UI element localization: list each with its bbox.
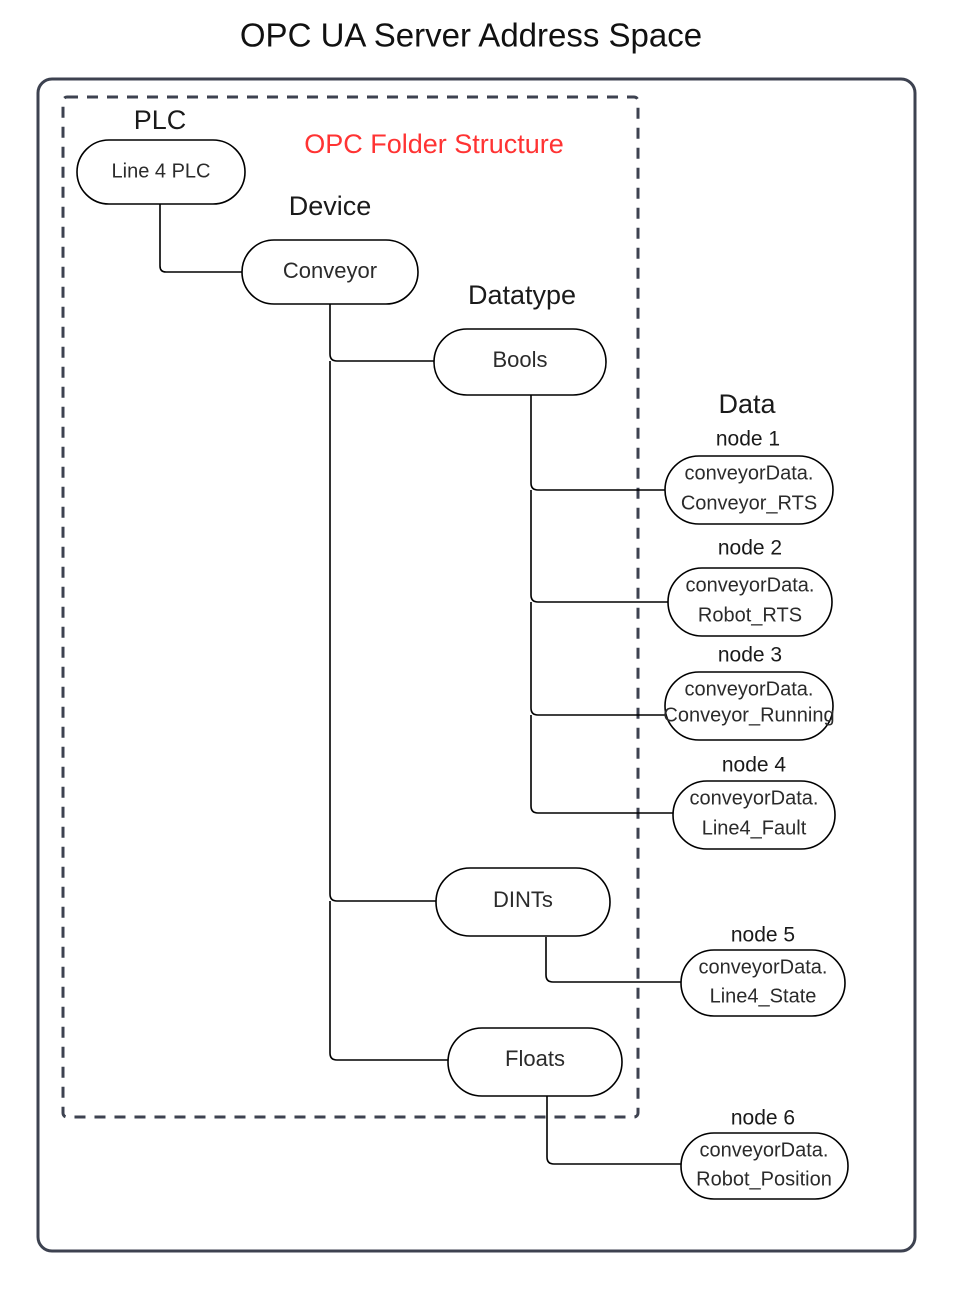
edge-conveyor-to-dints <box>329 361 436 902</box>
data-node-shape <box>664 455 834 525</box>
folder-node-label: Line 4 PLC <box>112 160 211 182</box>
folder-node-line-4-plc[interactable]: Line 4 PLC <box>76 139 246 205</box>
data-node-caption: node 6 <box>731 1107 795 1130</box>
data-node-6[interactable]: node 6 conveyorData. Robot_Position <box>680 1107 849 1200</box>
group-label-device: Device <box>289 191 372 221</box>
folder-node-shape <box>433 328 607 396</box>
data-node-line1: conveyorData. <box>699 956 828 978</box>
data-node-line1: conveyorData. <box>685 678 814 700</box>
data-node-line2: Conveyor_Running <box>663 704 834 726</box>
opc-folder-structure-label: OPC Folder Structure <box>304 129 564 159</box>
folder-node-shape <box>435 867 611 937</box>
edge-bools-to-node4 <box>530 715 673 814</box>
data-node-shape <box>680 1132 849 1200</box>
data-node-shape <box>667 567 833 637</box>
folder-node-label: Floats <box>505 1046 565 1071</box>
edge-bools-to-node3 <box>530 602 665 716</box>
data-node-caption: node 2 <box>718 537 782 560</box>
data-node-caption: node 5 <box>731 924 795 947</box>
folder-node-label: DINTs <box>493 887 553 912</box>
opc-folder-structure-frame <box>61 95 640 1119</box>
data-node-caption: node 1 <box>716 428 780 451</box>
edge-dints-to-node5 <box>545 937 681 983</box>
group-label-datatype: Datatype <box>468 280 576 310</box>
folder-node-floats[interactable]: Floats <box>447 1027 623 1097</box>
data-node-line2: Robot_RTS <box>698 604 802 626</box>
folder-node-conveyor[interactable]: Conveyor <box>241 239 419 305</box>
edge-floats-to-node6 <box>546 1096 681 1165</box>
edge-plc-to-conveyor <box>159 202 242 273</box>
group-label-data: Data <box>718 389 776 419</box>
data-node-line1: conveyorData. <box>685 462 814 484</box>
group-label-plc: PLC <box>134 105 187 135</box>
data-node-line1: conveyorData. <box>690 787 819 809</box>
folder-node-label: Bools <box>492 347 547 372</box>
data-node-line2: Line4_State <box>710 985 817 1007</box>
folder-node-dints[interactable]: DINTs <box>435 867 611 937</box>
folder-node-shape <box>241 239 419 305</box>
data-node-line2: Conveyor_RTS <box>681 492 817 514</box>
edge-bools-to-node1 <box>530 395 665 491</box>
data-node-line1: conveyorData. <box>700 1139 829 1161</box>
data-node-line2: Robot_Position <box>696 1168 832 1190</box>
data-node-4[interactable]: node 4 conveyorData. Line4_Fault <box>672 754 836 850</box>
edge-conveyor-to-bools <box>329 304 434 362</box>
data-node-shape <box>680 949 846 1017</box>
edge-bools-to-node2 <box>530 490 668 603</box>
folder-node-bools[interactable]: Bools <box>433 328 607 396</box>
data-node-line1: conveyorData. <box>686 574 815 596</box>
edge-conveyor-to-floats <box>329 901 448 1061</box>
data-node-shape <box>664 671 834 741</box>
data-node-3[interactable]: node 3 conveyorData. Conveyor_Running <box>663 644 835 741</box>
folder-node-shape <box>447 1027 623 1097</box>
data-node-2[interactable]: node 2 conveyorData. Robot_RTS <box>667 537 833 637</box>
data-node-1[interactable]: node 1 conveyorData. Conveyor_RTS <box>664 428 834 525</box>
data-node-5[interactable]: node 5 conveyorData. Line4_State <box>680 924 846 1017</box>
data-node-caption: node 4 <box>722 754 787 777</box>
folder-node-label: Conveyor <box>283 258 377 283</box>
page-title: OPC UA Server Address Space <box>240 17 702 54</box>
folder-node-shape <box>76 139 246 205</box>
data-node-caption: node 3 <box>718 644 782 667</box>
data-node-shape <box>672 780 836 850</box>
data-node-line2: Line4_Fault <box>702 817 807 839</box>
